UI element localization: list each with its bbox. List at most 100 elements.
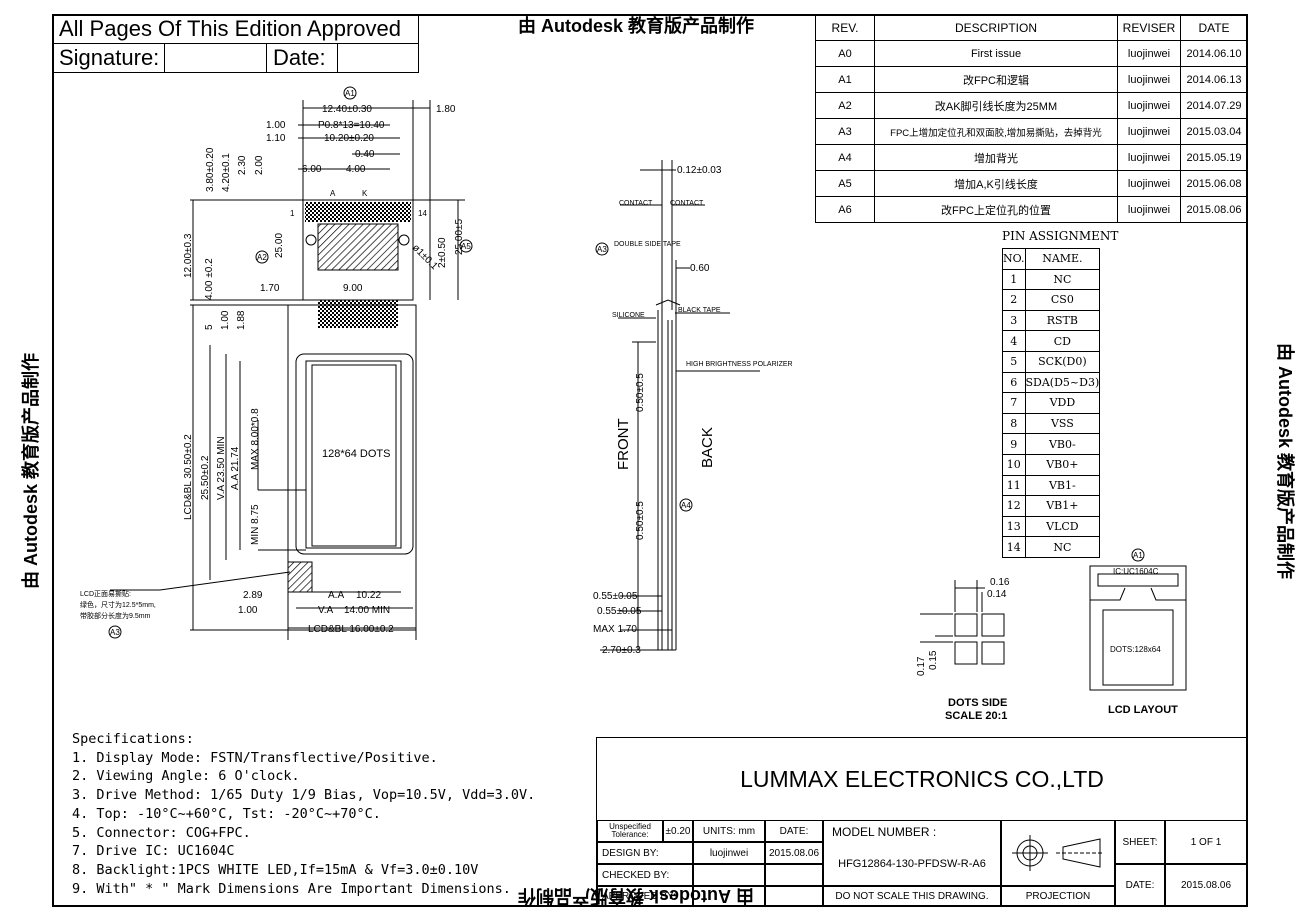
fpc-bond-area <box>318 300 398 328</box>
ic-label: IC:UC1604C <box>1113 567 1159 576</box>
dim-label: 2.89 <box>243 590 263 601</box>
projection-label: PROJECTION <box>1001 886 1115 907</box>
rev-marker: A3 <box>597 245 607 254</box>
pin-name: NC <box>1024 536 1101 558</box>
dim-label: A.A <box>328 590 344 601</box>
dim-label: 2.00 <box>254 155 265 175</box>
date-cell: 2015.05.19 <box>1180 144 1248 171</box>
rev-cell: A2 <box>815 92 875 119</box>
dots-label: 128*64 DOTS <box>322 448 390 460</box>
pin-name-header: NAME. <box>1024 248 1101 270</box>
dim-label: P0.8*13=10.40 <box>318 120 385 131</box>
spec-item: 5. Connector: COG+FPC. <box>72 824 251 841</box>
desc-cell: 改FPC上定位孔的位置 <box>874 196 1118 223</box>
dim-label: 0.17 <box>916 656 927 676</box>
checked-label: CHECKED BY: <box>597 864 693 886</box>
dim-label: 14 <box>418 209 427 218</box>
side-label: SILICONE <box>612 312 645 319</box>
rev-cell: A4 <box>815 144 875 171</box>
side-view <box>600 160 760 651</box>
dim-label: 10.20±0.20 <box>324 133 374 144</box>
design-by: luojinwei <box>693 842 765 864</box>
dim-label: 25.00 <box>274 233 285 258</box>
date-cell: 2014.06.10 <box>1180 40 1248 67</box>
projection-icon <box>1012 835 1104 871</box>
dim-label: 0.55±0.05 <box>593 591 638 602</box>
dim-label: V.A 23.50 MIN <box>216 436 227 500</box>
dim-label: LCD&BL 16.00±0.2 <box>308 624 394 635</box>
company-name: LUMMAX ELECTRONICS CO.,LTD <box>597 738 1247 821</box>
approved-by <box>693 886 765 907</box>
dim-label: 25.00±5 <box>454 218 465 255</box>
dim-label: 1.00 <box>238 605 258 616</box>
reviser-cell: luojinwei <box>1117 196 1181 223</box>
active-area <box>305 360 402 549</box>
design-label: DESIGN BY: <box>597 842 693 864</box>
side-label: BLACK TAPE <box>678 307 721 314</box>
desc-cell: First issue <box>874 40 1118 67</box>
approved-date <box>765 886 823 907</box>
reviser-header: REVISER <box>1117 14 1181 41</box>
front-label: FRONT <box>615 418 632 470</box>
units-label: UNITS: mm <box>693 820 765 842</box>
rev-marker: A1 <box>345 89 355 98</box>
rev-marker: A5 <box>461 242 471 251</box>
side-label: DOUBLE SIDE TAPE <box>614 241 681 248</box>
rev-marker: A4 <box>681 501 691 510</box>
dim-label: V.A <box>318 605 334 616</box>
dim-label: 5 <box>204 324 215 330</box>
spec-item: 3. Drive Method: 1/65 Duty 1/9 Bias, Vop… <box>72 787 536 804</box>
front-view-labels: 12.40±0.30 1.80 1.00 P0.8*13=10.40 1.10 … <box>80 104 465 635</box>
dots-side-caption: DOTS SIDE <box>948 697 1007 709</box>
rev-cell: A6 <box>815 196 875 223</box>
date-cell: 2015.06.08 <box>1180 170 1248 197</box>
desc-cell: 改AK脚引线长度为25MM <box>874 92 1118 119</box>
note-line: 绿色，尺寸为12.5*5mm, <box>80 600 156 609</box>
dim-label: 12.00±0.3 <box>183 233 194 278</box>
dim-label: 1.70 <box>260 283 280 294</box>
date-header: DATE <box>1180 14 1248 41</box>
reviser-cell: luojinwei <box>1117 118 1181 145</box>
date-label: DATE: <box>765 820 823 842</box>
sheet-value: 1 OF 1 <box>1165 820 1247 864</box>
watermark-top: 由 Autodesk 教育版产品制作 <box>518 16 755 36</box>
lcd-layout <box>1089 565 1187 691</box>
projection-symbol <box>1001 820 1115 886</box>
date-label: Date: <box>267 44 338 72</box>
dim-label: 3.80±0.20 <box>205 147 216 192</box>
dim-label: 4.00 ±0.2 <box>204 258 215 300</box>
side-label: CONTACT <box>619 200 653 207</box>
dots-side <box>920 580 1005 665</box>
dim-label: 1.80 <box>436 104 456 115</box>
side-label: CONTACT <box>670 200 704 207</box>
dim-label: 0.15 <box>928 650 939 670</box>
desc-cell: FPC上增加定位孔和双面胶,增加易撕贴，去掉背光 <box>874 118 1118 145</box>
pin-assignment-title: PIN ASSIGNMENT <box>1002 229 1119 243</box>
date-cell: 2015.08.06 <box>1180 196 1248 223</box>
tolerance-value: ±0.20 <box>663 820 693 842</box>
lcd-layout-caption: LCD LAYOUT <box>1108 704 1178 716</box>
dim-label: 0.50±0.5 <box>635 501 646 540</box>
dim-label: ø1±0.1 <box>410 242 440 272</box>
front-view <box>110 100 465 640</box>
fpc-hatched-area <box>317 223 399 271</box>
note-line: 带胶部分长度为9.5mm <box>80 611 151 620</box>
dots-label: DOTS:128x64 <box>1110 645 1161 654</box>
dim-label: A <box>330 189 336 198</box>
checked-date <box>765 864 823 886</box>
dim-label: 0.14 <box>987 589 1007 600</box>
